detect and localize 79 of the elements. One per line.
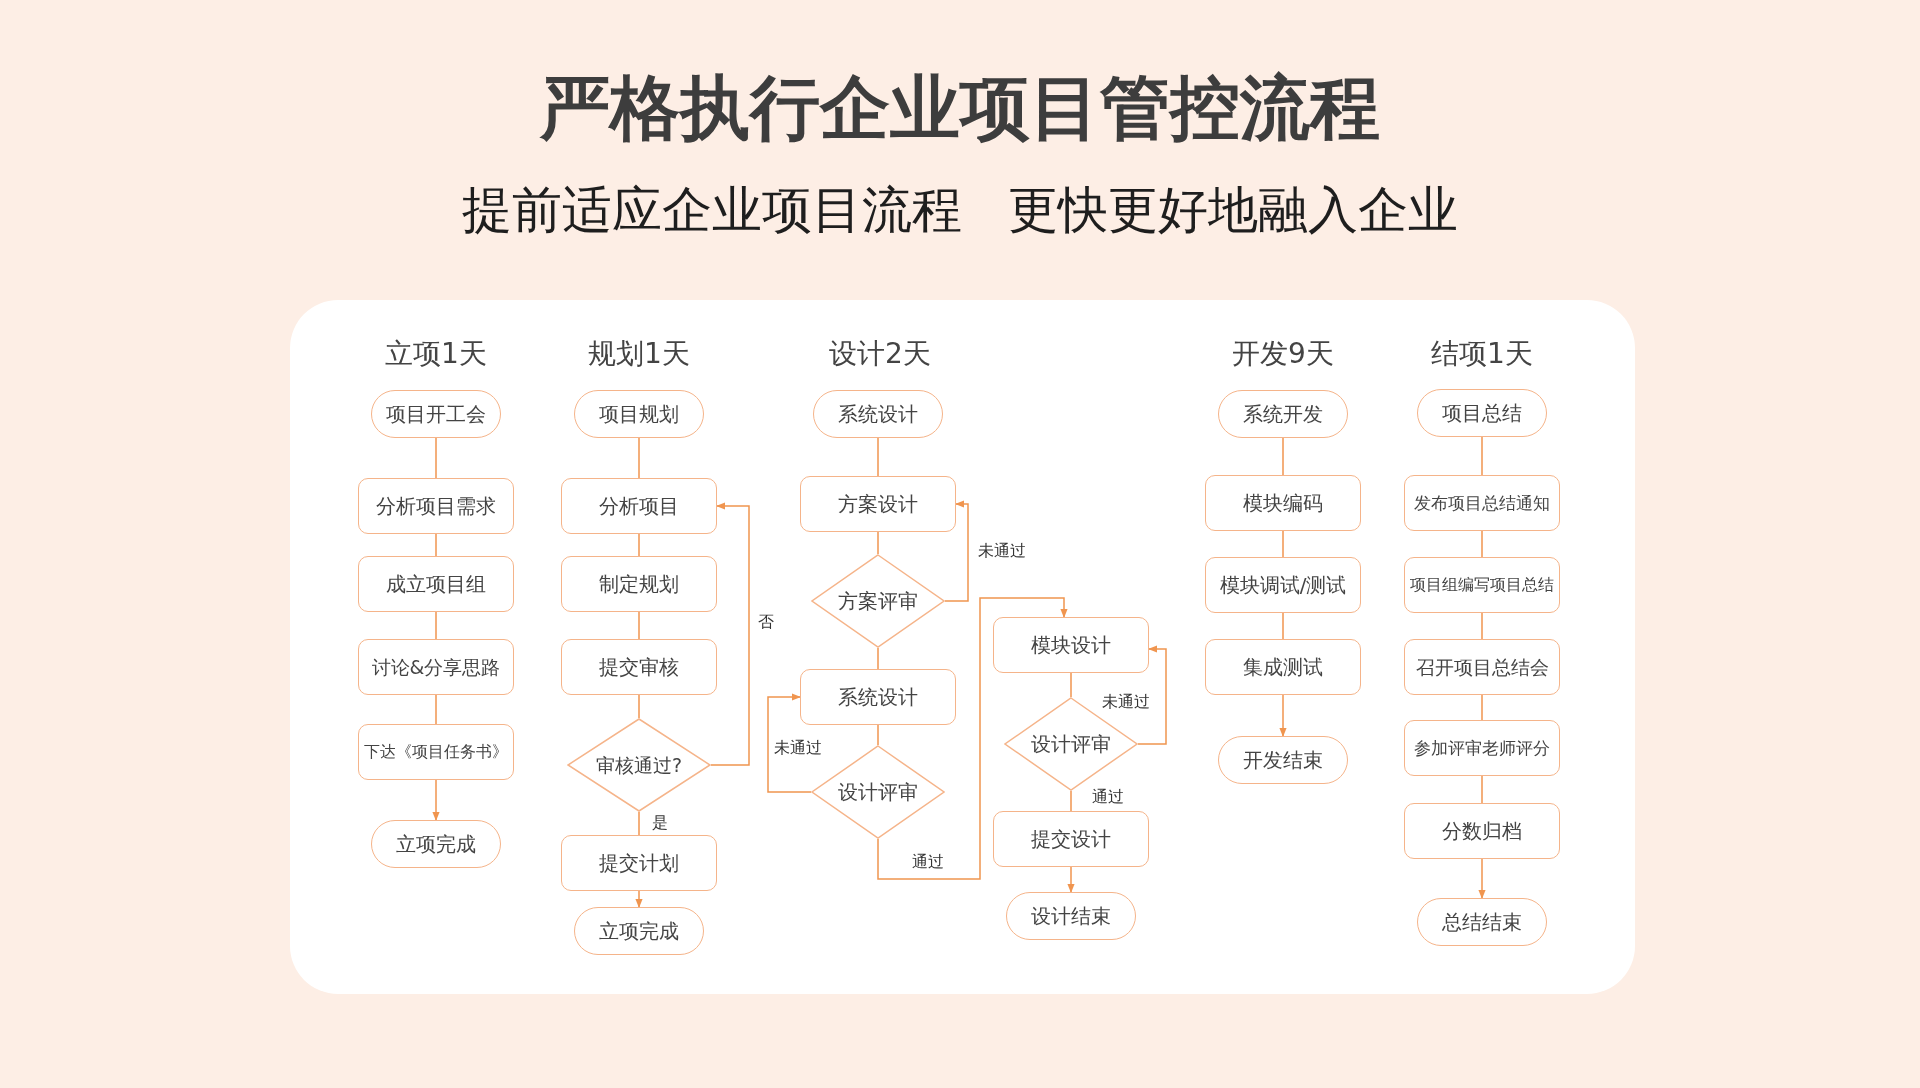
connector-line <box>1070 790 1072 812</box>
connector-line <box>877 531 879 555</box>
decision-diamond: 方案评审 <box>811 554 945 648</box>
arrow <box>944 500 969 602</box>
arrow <box>432 779 440 821</box>
connector-line <box>638 437 640 479</box>
connector-line <box>435 533 437 557</box>
connector-line <box>877 647 879 670</box>
process-box: 讨论&分享思路 <box>358 639 514 695</box>
title: 严格执行企业项目管控流程 <box>540 70 1380 146</box>
process-box: 模块调试/测试 <box>1205 557 1361 613</box>
process-box: 集成测试 <box>1205 639 1361 695</box>
process-box: 制定规划 <box>561 556 717 612</box>
edge-label: 未通过 <box>772 739 824 757</box>
process-box: 模块编码 <box>1205 475 1361 531</box>
column-heading: 结项1天 <box>1431 338 1533 370</box>
connector-line <box>877 724 879 746</box>
edge-label: 通过 <box>910 853 946 871</box>
edge-label: 否 <box>756 613 776 631</box>
terminal-node: 系统开发 <box>1218 390 1348 438</box>
column-heading: 规划1天 <box>588 338 690 370</box>
edge-label: 未通过 <box>1100 693 1152 711</box>
subtitle: 提前适应企业项目流程 更快更好地融入企业 <box>462 181 1458 239</box>
edge-label: 未通过 <box>976 542 1028 560</box>
column-heading: 设计2天 <box>829 338 931 370</box>
process-box: 下达《项目任务书》 <box>358 724 514 780</box>
arrow <box>877 597 1068 880</box>
connector-line <box>1481 775 1483 804</box>
connector-line <box>435 694 437 725</box>
process-box: 发布项目总结通知 <box>1404 475 1560 531</box>
connector-line <box>877 437 879 477</box>
arrow <box>635 890 643 908</box>
process-box: 提交审核 <box>561 639 717 695</box>
process-box: 提交设计 <box>993 811 1149 867</box>
edge-label: 通过 <box>1090 788 1126 806</box>
connector-line <box>1282 612 1284 640</box>
arrow <box>1067 866 1075 893</box>
process-box: 分数归档 <box>1404 803 1560 859</box>
decision-diamond: 审核通过? <box>567 718 711 812</box>
process-box: 模块设计 <box>993 617 1149 673</box>
process-box: 提交计划 <box>561 835 717 891</box>
terminal-node: 设计结束 <box>1006 892 1136 940</box>
terminal-node: 系统设计 <box>813 390 943 438</box>
terminal-node: 总结结束 <box>1417 898 1547 946</box>
connector-line <box>1282 530 1284 558</box>
terminal-node: 项目规划 <box>574 390 704 438</box>
terminal-node: 立项完成 <box>574 907 704 955</box>
arrow <box>710 502 750 766</box>
connector-line <box>1481 436 1483 476</box>
connector-line <box>1282 437 1284 476</box>
connector-line <box>638 533 640 557</box>
terminal-node: 开发结束 <box>1218 736 1348 784</box>
terminal-node: 立项完成 <box>371 820 501 868</box>
connector-line <box>1481 612 1483 640</box>
connector-line <box>638 811 640 836</box>
arrow <box>767 693 812 793</box>
column-heading: 立项1天 <box>385 338 487 370</box>
column-heading: 开发9天 <box>1232 338 1334 370</box>
connector-line <box>435 437 437 479</box>
process-box: 参加评审老师评分 <box>1404 720 1560 776</box>
terminal-node: 项目开工会 <box>371 390 501 438</box>
process-box: 成立项目组 <box>358 556 514 612</box>
arrow <box>1478 858 1486 899</box>
process-box: 系统设计 <box>800 669 956 725</box>
connector-line <box>638 694 640 719</box>
process-box: 分析项目需求 <box>358 478 514 534</box>
connector-line <box>638 611 640 640</box>
arrow <box>1279 694 1287 737</box>
process-box: 方案设计 <box>800 476 956 532</box>
process-box: 分析项目 <box>561 478 717 534</box>
connector-line <box>435 611 437 640</box>
process-box: 项目组编写项目总结 <box>1404 557 1560 613</box>
terminal-node: 项目总结 <box>1417 389 1547 437</box>
arrow <box>1137 645 1167 745</box>
process-box: 召开项目总结会 <box>1404 639 1560 695</box>
edge-label: 是 <box>650 814 670 832</box>
connector-line <box>1481 694 1483 721</box>
connector-line <box>1070 672 1072 698</box>
connector-line <box>1481 530 1483 558</box>
